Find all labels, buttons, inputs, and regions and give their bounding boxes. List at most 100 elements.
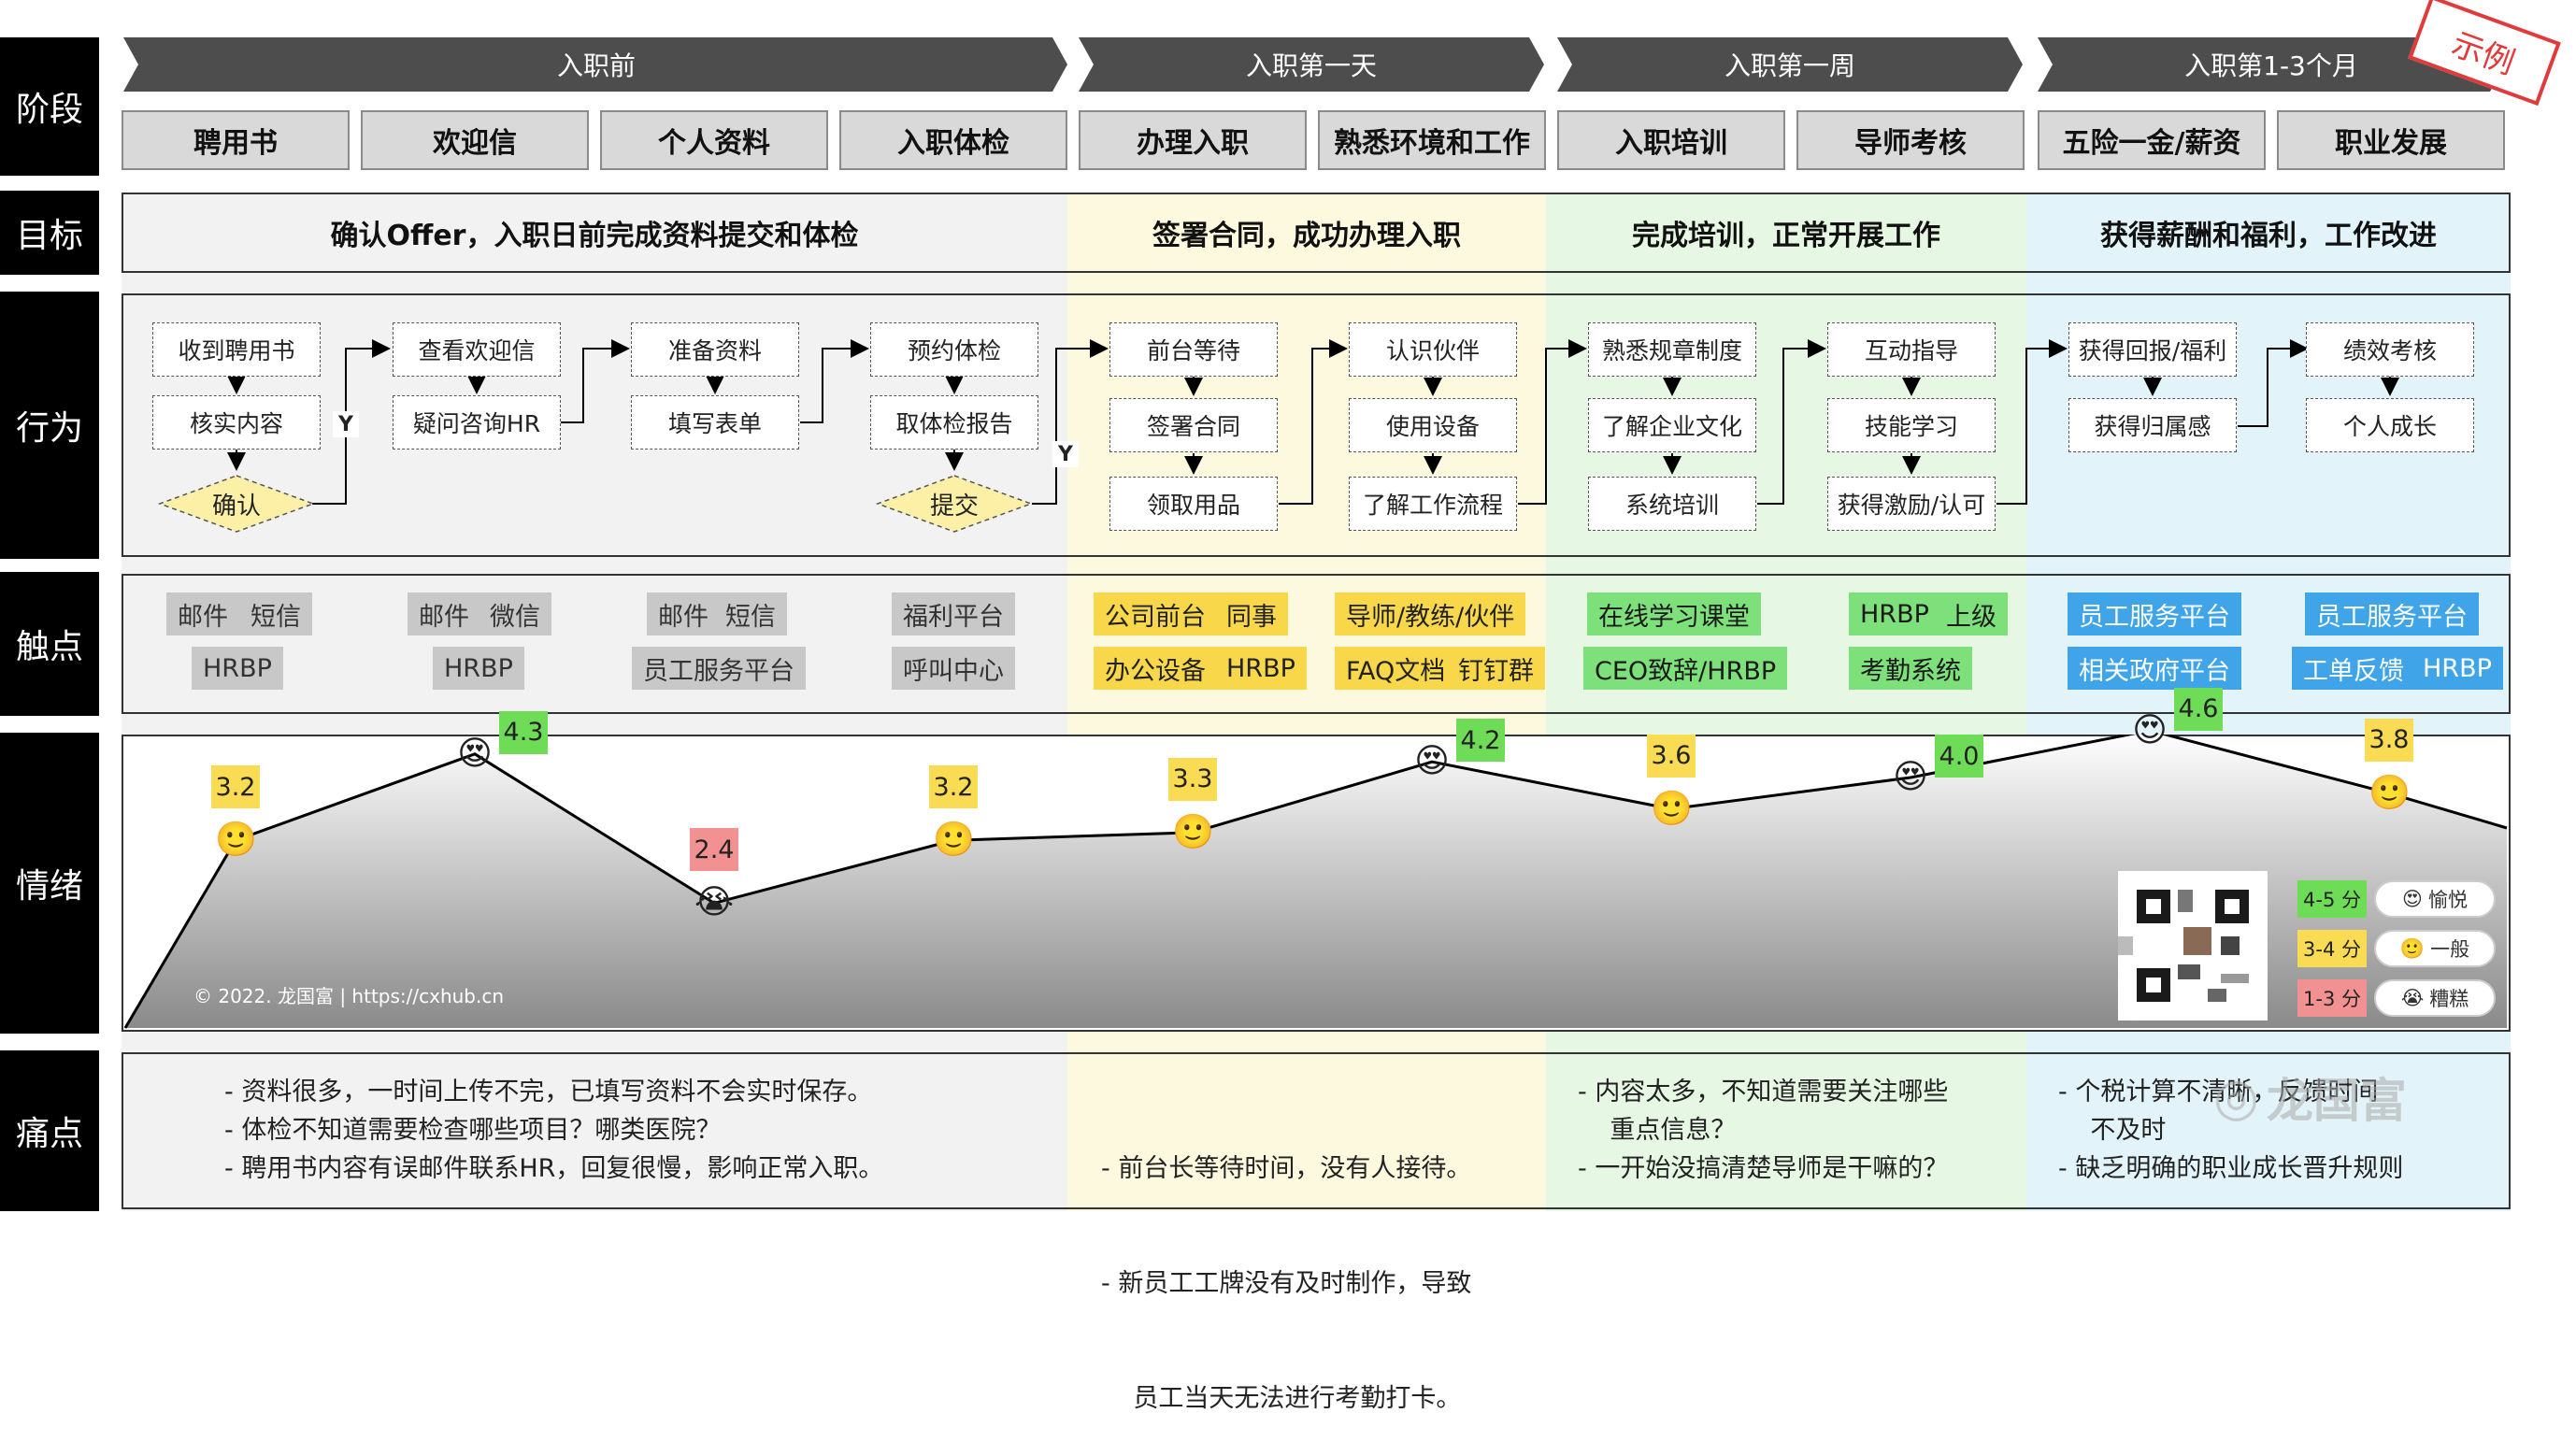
touchpoint-front-desk: 公司前台 <box>1094 592 1217 635</box>
crying-icon: 😭 <box>2400 987 2425 1009</box>
stage-pre-onboarding: 入职前 <box>556 50 636 81</box>
substage-career: 职业发展 <box>2277 110 2505 170</box>
pain-item: - 内容太多，不知道需要关注哪些 <box>1578 1078 1949 1106</box>
touchpoint-border <box>122 574 2511 714</box>
action-consult-hr: 疑问咨询HR <box>393 395 561 450</box>
action-view-welcome: 查看欢迎信 <box>393 322 561 377</box>
action-use-devices: 使用设备 <box>1349 398 1517 452</box>
emotion-score-label: 3.2 <box>929 765 978 809</box>
touchpoint-email: 邮件 <box>408 592 480 635</box>
touchpoint-dingtalk: 钉钉群 <box>1447 647 1545 690</box>
emotion-score-label: 3.2 <box>211 765 260 809</box>
pain-list-week1: - 内容太多，不知道需要关注哪些 重点信息？ - 一开始没搞清楚导师是干嘛的？ <box>1578 1073 1948 1188</box>
action-prepare-docs: 准备资料 <box>631 322 799 377</box>
substage-personal-info: 个人资料 <box>600 110 828 170</box>
action-learn-workflow: 了解工作流程 <box>1349 477 1517 531</box>
emotion-score-label: 3.3 <box>1168 757 1217 801</box>
emotion-point-heart-eyes-icon: 😍 <box>1893 758 1928 796</box>
action-personal-growth: 个人成长 <box>2306 398 2474 452</box>
wechat-icon: ◎ <box>2213 1066 2259 1128</box>
action-performance-review: 绩效考核 <box>2306 322 2474 377</box>
action-fill-form: 填写表单 <box>631 395 799 450</box>
stage-first-day: 入职第一天 <box>1245 50 1377 81</box>
pain-border <box>122 1052 2511 1209</box>
row-label-stage: 阶段 <box>0 37 99 176</box>
touchpoint-wechat: 微信 <box>479 592 551 635</box>
action-receive-offer: 收到聘用书 <box>152 322 321 377</box>
action-get-rewards: 获得回报/福利 <box>2068 322 2237 377</box>
behavior-connectors <box>227 339 2399 505</box>
action-book-exam: 预约体检 <box>870 322 1038 377</box>
action-get-supplies: 领取用品 <box>1109 477 1278 531</box>
touchpoint-hrbp: HRBP <box>1849 592 1940 635</box>
yes-label-2: Y <box>1052 441 1079 467</box>
emotion-point-crying-icon: 😭 <box>694 883 735 922</box>
goal-week1: 完成培训，正常开展工作 <box>1632 220 1940 252</box>
goal-border <box>122 193 2511 273</box>
goal-month: 获得薪酬和福利，工作改进 <box>2100 220 2437 252</box>
action-skill-learning: 技能学习 <box>1827 398 1996 452</box>
action-get-recognition: 获得激励/认可 <box>1827 477 1996 531</box>
pain-item: 员工当天无法进行考勤打卡。 <box>1101 1384 1462 1413</box>
pain-item: - 一开始没搞清楚导师是干嘛的？ <box>1578 1154 1949 1183</box>
row-label-goal: 目标 <box>0 191 99 275</box>
touchpoint-hrbp: HRBP <box>2411 647 2503 690</box>
touchpoint-employee-platform: 员工服务平台 <box>632 647 806 690</box>
pain-item: - 缺乏明确的职业成长晋升规则 <box>2058 1154 2404 1183</box>
pain-item: - 资料很多，一时间上传不完，已填写资料不会实时保存。 <box>224 1078 873 1106</box>
substage-offer: 聘用书 <box>122 110 350 170</box>
heart-eyes-icon: 😍 <box>2402 888 2423 910</box>
emotion-area <box>125 735 2507 1028</box>
touchpoint-office-equipment: 办公设备 <box>1094 647 1217 690</box>
touchpoint-ceo-speech: CEO致辞/HRBP <box>1583 647 1788 690</box>
emotion-score-label: 2.4 <box>690 828 738 872</box>
emotion-point-smile-icon: 🙂 <box>2368 773 2411 812</box>
pain-item: - 聘用书内容有误邮件联系HR，回复很慢，影响正常入职。 <box>224 1154 884 1183</box>
stage-first-months: 入职第1-3个月 <box>2184 50 2358 81</box>
action-wait-front-desk: 前台等待 <box>1109 322 1278 377</box>
touchpoint-employee-platform: 员工服务平台 <box>2068 592 2241 635</box>
emotion-score-label: 4.3 <box>499 710 548 754</box>
touchpoint-sms: 短信 <box>239 592 312 635</box>
legend-mood-high-label: 愉悦 <box>2427 889 2468 911</box>
action-learn-rules: 熟悉规章制度 <box>1588 322 1756 377</box>
touchpoint-colleagues: 同事 <box>1215 592 1288 635</box>
pain-item: - 个税计算不清晰，反馈时间 <box>2058 1078 2379 1106</box>
pain-item: 重点信息？ <box>1578 1116 1737 1145</box>
touchpoint-ticket: 工单反馈 <box>2292 647 2415 690</box>
copyright-text: © 2022. 龙国富 | https://cxhub.cn <box>193 985 505 1007</box>
touchpoint-attendance: 考勤系统 <box>1849 647 1972 690</box>
decision-submit-shape <box>875 475 1034 533</box>
legend-mood-low: 😭糟糕 <box>2374 979 2496 1017</box>
touchpoint-faq: FAQ文档 <box>1335 647 1457 690</box>
touchpoint-online-class: 在线学习课堂 <box>1587 592 1761 635</box>
action-system-training: 系统培训 <box>1588 477 1756 531</box>
qr-code-icon <box>2118 871 2268 1021</box>
action-belonging: 获得归属感 <box>2068 398 2237 452</box>
row-label-behavior: 行为 <box>0 292 99 559</box>
action-meet-peers: 认识伙伴 <box>1349 322 1517 377</box>
pain-list-day1: - 前台长等待时间，没有人接待。 - 新员工工牌没有及时制作，导致 员工当天无法… <box>1101 1073 1471 1456</box>
emotion-score-label: 3.6 <box>1647 734 1696 778</box>
substage-onboarding: 办理入职 <box>1079 110 1307 170</box>
pain-list-pre: - 资料很多，一时间上传不完，已填写资料不会实时保存。 - 体检不知道需要检查哪… <box>224 1073 883 1188</box>
emotion-point-heart-eyes-icon: 😍 <box>457 734 493 773</box>
row-label-touchpoint: 触点 <box>0 572 99 716</box>
legend-range-mid: 3-4 分 <box>2297 930 2367 967</box>
emotion-score-label: 4.6 <box>2174 687 2223 731</box>
touchpoint-hrbp: HRBP <box>433 647 524 690</box>
row-label-emotion: 情绪 <box>0 733 99 1034</box>
legend-mood-high: 😍愉悦 <box>2374 880 2496 918</box>
emotion-point-smile-icon: 🙂 <box>1172 812 1214 851</box>
pain-item: - 新员工工牌没有及时制作，导致 <box>1101 1269 1472 1298</box>
substage-training: 入职培训 <box>1557 110 1785 170</box>
decision-confirm: 确认 <box>211 492 261 521</box>
touchpoint-hrbp: HRBP <box>1215 647 1307 690</box>
emotion-point-heart-eyes-icon: 😍 <box>2132 710 2168 749</box>
touchpoint-call-center: 呼叫中心 <box>892 647 1015 690</box>
action-get-report: 取体检报告 <box>870 395 1038 450</box>
legend-mood-mid: 🙂一般 <box>2374 930 2496 967</box>
action-verify-content: 核实内容 <box>152 395 321 450</box>
substage-mentor-review: 导师考核 <box>1796 110 2025 170</box>
touchpoint-sms: 短信 <box>714 592 787 635</box>
